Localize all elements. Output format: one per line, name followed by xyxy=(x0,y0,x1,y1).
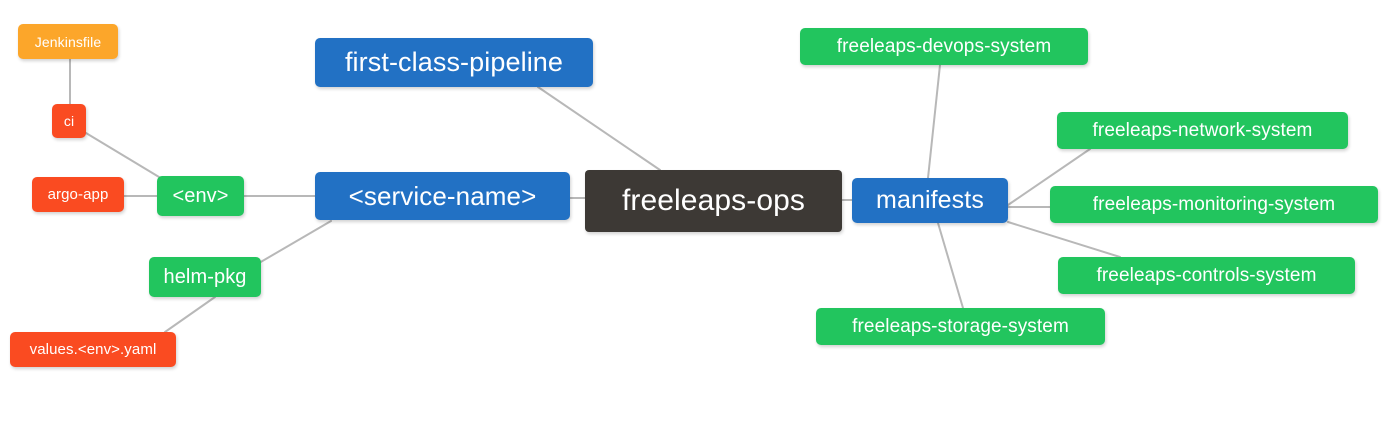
node-label: argo-app xyxy=(47,186,109,203)
node-label: freeleaps-controls-system xyxy=(1096,265,1317,286)
node-argo-app[interactable]: argo-app xyxy=(32,177,124,212)
node-label: helm-pkg xyxy=(163,266,247,288)
node-freeleaps-monitoring-system[interactable]: freeleaps-monitoring-system xyxy=(1050,186,1378,223)
node-label: freeleaps-monitoring-system xyxy=(1092,194,1336,215)
edge-values-yaml-helm-pkg xyxy=(164,296,216,333)
node-first-class-pipeline[interactable]: first-class-pipeline xyxy=(315,38,593,87)
node-label: freeleaps-storage-system xyxy=(852,316,1069,337)
edge-first-class-pipeline-ops xyxy=(537,86,661,171)
node-manifests[interactable]: manifests xyxy=(852,178,1008,223)
node-helm-pkg[interactable]: helm-pkg xyxy=(149,257,261,297)
edge-manifests-controls xyxy=(1007,221,1121,258)
node-label: <service-name> xyxy=(348,181,537,211)
node-label: ci xyxy=(63,113,75,129)
node-values-yaml[interactable]: values.<env>.yaml xyxy=(10,332,176,367)
node-ci[interactable]: ci xyxy=(52,104,86,138)
node-freeleaps-storage-system[interactable]: freeleaps-storage-system xyxy=(816,308,1105,345)
edge-ci-env xyxy=(85,132,160,178)
node-label: first-class-pipeline xyxy=(344,47,564,77)
node-env[interactable]: <env> xyxy=(157,176,244,216)
node-freeleaps-devops-system[interactable]: freeleaps-devops-system xyxy=(800,28,1088,65)
node-label: freeleaps-devops-system xyxy=(836,36,1052,57)
node-label: <env> xyxy=(172,185,229,207)
edge-manifests-devops xyxy=(927,64,941,179)
edge-helm-pkg-service-name xyxy=(258,220,332,264)
node-freeleaps-ops[interactable]: freeleaps-ops xyxy=(585,170,842,232)
node-freeleaps-network-system[interactable]: freeleaps-network-system xyxy=(1057,112,1348,149)
edge-manifests-storage xyxy=(937,222,964,309)
node-jenkinsfile[interactable]: Jenkinsfile xyxy=(18,24,118,59)
node-freeleaps-controls-system[interactable]: freeleaps-controls-system xyxy=(1058,257,1355,294)
node-label: manifests xyxy=(876,186,984,214)
node-label: values.<env>.yaml xyxy=(29,341,157,358)
node-label: Jenkinsfile xyxy=(34,33,102,50)
node-label: freeleaps-network-system xyxy=(1092,120,1313,141)
node-service-name[interactable]: <service-name> xyxy=(315,172,570,220)
node-label: freeleaps-ops xyxy=(621,184,806,217)
